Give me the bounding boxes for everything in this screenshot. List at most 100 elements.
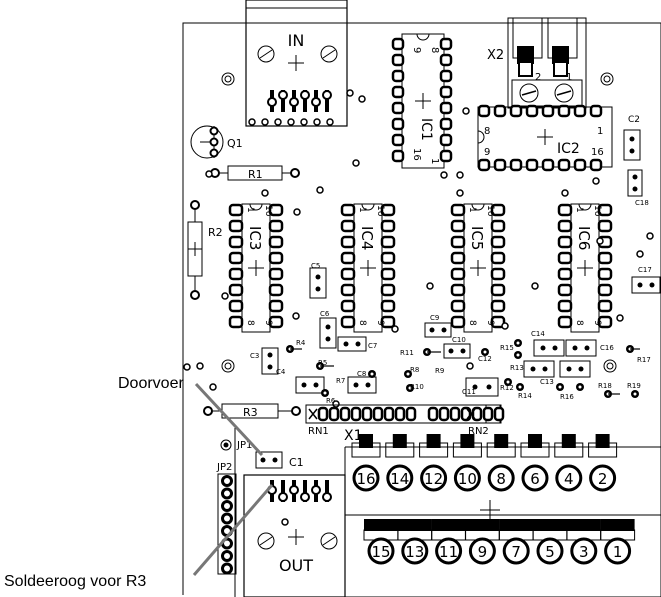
terminal-label: 15 (371, 543, 390, 561)
ic-pin (380, 315, 396, 329)
soldeeroog-callout: Soldeeroog voor R3 (4, 573, 146, 590)
ic-pin (597, 299, 613, 313)
terminal-bottom (604, 537, 632, 565)
r6-label: R6 (326, 397, 336, 405)
ic-pin (597, 219, 613, 233)
ic-pin (340, 299, 356, 313)
ic1-pin (439, 37, 453, 51)
ic1-pin (439, 149, 453, 163)
rn2-label: RN2 (468, 426, 489, 437)
ic2-pin (557, 158, 571, 172)
terminal-label: 10 (458, 470, 477, 488)
terminal-label: 14 (390, 470, 409, 488)
ic1-label: IC1 (418, 118, 434, 141)
ic-pin (268, 283, 284, 297)
pin-label: 8 (357, 320, 367, 326)
r1-label: R1 (248, 168, 263, 181)
c8-label: C8 (357, 370, 366, 378)
ic-pin (380, 251, 396, 265)
pin-label: 16 (485, 205, 495, 217)
r9-label: R9 (435, 367, 444, 375)
ic-pin (597, 267, 613, 281)
ic2-pin9-label: 9 (484, 147, 490, 158)
ic-pin (557, 283, 573, 297)
c14-label: C14 (531, 330, 545, 338)
terminal-top (555, 464, 583, 492)
ic-pin (597, 251, 613, 265)
pin-label: 9 (263, 320, 273, 326)
ic3-label: IC3 (246, 226, 264, 250)
ic-pin (380, 283, 396, 297)
r3-label: R3 (243, 406, 258, 419)
ic-pin (450, 283, 466, 297)
ic-pin (228, 251, 244, 265)
rn-header: RN1 RN2 X1 (305, 404, 505, 444)
ic-pin (228, 299, 244, 313)
ic1-chip: IC1 9 8 16 1 (391, 33, 453, 169)
ic-pin (380, 267, 396, 281)
jp2-label: JP2 (216, 462, 232, 473)
r2-resistor: R2 (187, 200, 223, 300)
ic2-pin (573, 104, 587, 118)
pin-label: 16 (375, 205, 385, 217)
q1-label: Q1 (227, 137, 243, 150)
header-pad (394, 406, 406, 422)
terminal-label: 8 (496, 470, 506, 488)
ic2-pin (589, 104, 603, 118)
jp2-pad (221, 500, 233, 512)
ic1-pin (391, 101, 405, 115)
c1-label: C1 (289, 456, 304, 469)
ic-pin (490, 299, 506, 313)
r10-label: R10 (410, 383, 424, 391)
terminal-label: 4 (564, 470, 574, 488)
jumpers: JP1 JP2 C1 (216, 439, 304, 575)
r11-label: R11 (400, 349, 414, 357)
out-label: OUT (279, 556, 313, 575)
pin-label: 9 (485, 320, 495, 326)
ic-pin (268, 299, 284, 313)
ic-pin (340, 283, 356, 297)
ic1-pin (439, 133, 453, 147)
ic-pin (340, 235, 356, 249)
r8-label: R8 (410, 366, 419, 374)
c16-label: C16 (600, 344, 614, 352)
r16-label: R16 (560, 393, 574, 401)
r5-label: R5 (318, 359, 327, 367)
ic2-pin (573, 158, 587, 172)
ic2-pin (589, 158, 603, 172)
pin-label: 1 (574, 207, 584, 213)
ic-pin (380, 235, 396, 249)
terminal-bottom (502, 537, 530, 565)
ic-pin (380, 203, 396, 217)
ic-pin (268, 203, 284, 217)
terminal-top (521, 464, 549, 492)
ic-pin (340, 219, 356, 233)
ic-pin (450, 299, 466, 313)
terminal-label: 11 (439, 543, 458, 561)
c13-label: C13 (540, 378, 554, 386)
ic1-pin (391, 69, 405, 83)
doorvoer-callout: Doorvoer (118, 375, 184, 392)
ic2-label: IC2 (557, 141, 580, 157)
ic-pin (268, 267, 284, 281)
header-pad (328, 406, 340, 422)
header-pad (350, 406, 362, 422)
ic2-pin (525, 158, 539, 172)
x2-label: X2 (487, 48, 504, 63)
pin-label: 8 (467, 320, 477, 326)
jp2-pad (221, 550, 233, 562)
r13-label: R13 (510, 364, 524, 372)
ic1-pin8-label: 8 (429, 47, 440, 53)
ic-pin (380, 299, 396, 313)
x2-pin1-label: 1 (566, 72, 572, 83)
small-components: C2 C18 C17 C5 C6 C3 R4 C7 C9 C10 R11 R15… (250, 115, 661, 469)
pin-label: 1 (467, 207, 477, 213)
ic1-pin (439, 69, 453, 83)
ic-pin (340, 315, 356, 329)
ic-pin (490, 267, 506, 281)
ic1-pin (391, 133, 405, 147)
ic1-pin (439, 117, 453, 131)
ic2-pin (541, 158, 555, 172)
